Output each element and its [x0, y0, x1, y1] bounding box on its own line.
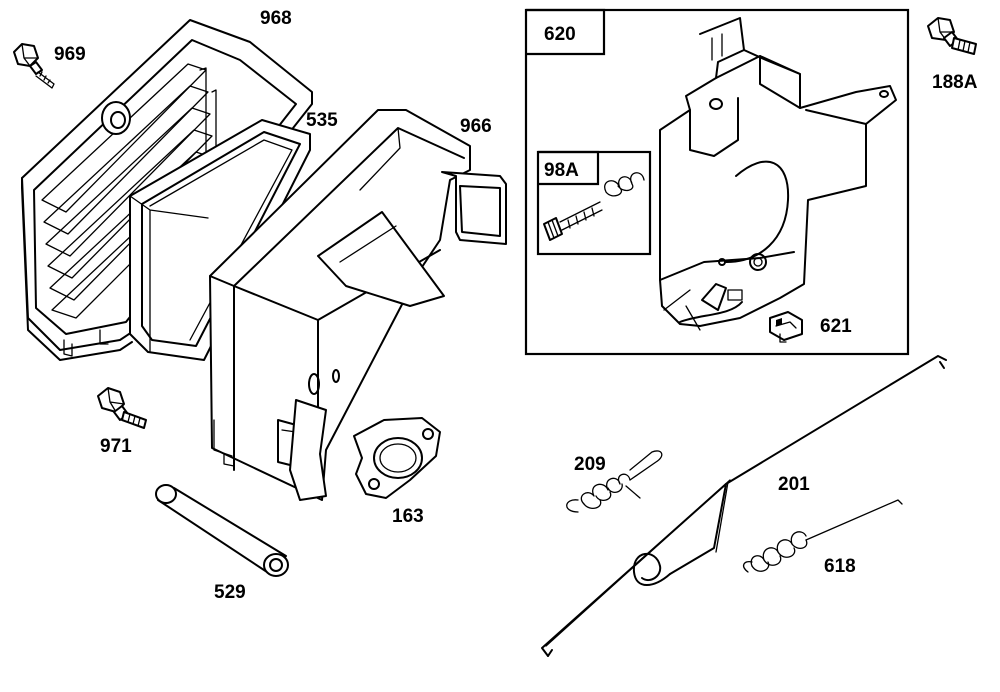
label-98A: 98A: [544, 160, 579, 181]
screw-and-spring-98A: [543, 172, 645, 241]
label-969: 969: [54, 44, 86, 65]
tube-529: [155, 484, 289, 577]
control-bracket-620: [659, 17, 897, 331]
label-620: 620: [544, 24, 576, 45]
screw-969: [13, 43, 55, 89]
label-968: 968: [260, 8, 292, 29]
gasket-163: [353, 417, 441, 499]
bolt-971: [97, 387, 147, 429]
bolt-188A: [927, 17, 977, 55]
label-209: 209: [574, 454, 606, 475]
kit-box-98A: [536, 150, 652, 256]
label-163: 163: [392, 506, 424, 527]
link-rod-201: [541, 355, 947, 657]
label-529: 529: [214, 582, 246, 603]
label-188A: 188A: [932, 72, 978, 93]
label-966: 966: [460, 116, 492, 137]
spring-209: [566, 450, 663, 513]
label-201: 201: [778, 474, 810, 495]
label-618: 618: [824, 556, 856, 577]
clip-621: [769, 311, 803, 343]
label-971: 971: [100, 436, 132, 457]
spring-618: [743, 499, 903, 573]
kit-box-620: [524, 8, 910, 356]
label-621: 621: [820, 316, 852, 337]
label-535: 535: [306, 110, 338, 131]
air-cleaner-base-966: [209, 109, 507, 501]
